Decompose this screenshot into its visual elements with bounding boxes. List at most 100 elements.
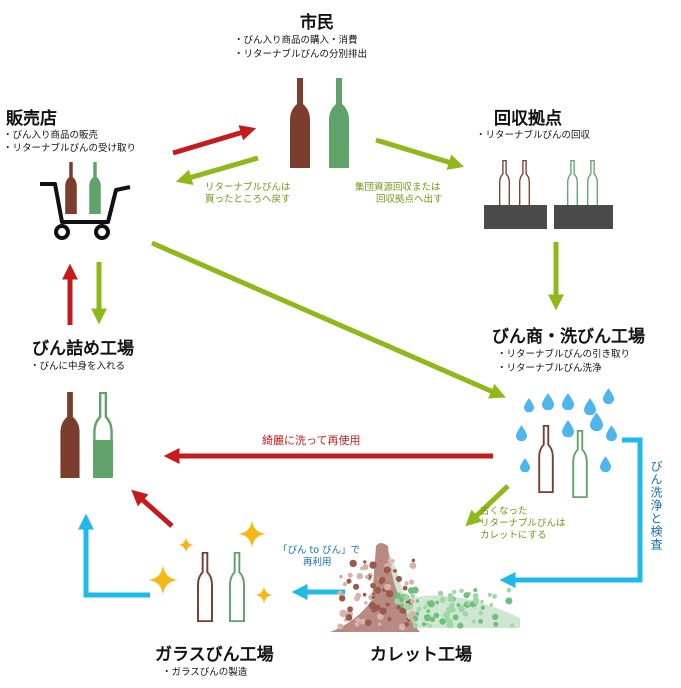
cullet-pebble [368, 601, 377, 610]
cullet-pebble [394, 592, 402, 599]
cullet-pebble [489, 603, 494, 607]
cullet-pebble [493, 621, 499, 627]
cullet-pebble [378, 576, 386, 584]
cullet-pebble [374, 586, 382, 594]
cullet-pebble [439, 618, 446, 625]
citizen-title: 市民 [300, 13, 334, 33]
water-drop-icon [524, 398, 534, 412]
cullet-pebble [446, 618, 452, 624]
shopping-cart-icon [40, 162, 131, 240]
cullet-pebble [463, 592, 470, 599]
cullet-pebble [505, 597, 513, 605]
washing-icon [516, 388, 617, 498]
cullet-pebble [353, 583, 360, 590]
cullet-pebble [428, 624, 432, 628]
flow-cullet-line-1: 古くなった [480, 506, 528, 517]
new-bottles-icon [148, 520, 273, 622]
cullet-pebble [411, 558, 416, 563]
cullet-pebble [437, 590, 444, 596]
cullet-pebble [339, 574, 343, 579]
flow-b2b-line-1: 「びん to びん」で [278, 545, 361, 556]
citizen-bottles [290, 78, 349, 168]
cullet-pebble [386, 590, 394, 598]
cullet-pebble [345, 614, 353, 621]
cullet-pebble [510, 623, 515, 628]
glass-title: ガラスびん工場 [155, 645, 274, 665]
collection-bullet-1: ・リターナブルびんの回収 [476, 130, 591, 141]
cullet-pebble [393, 569, 397, 573]
cullet-pebble [339, 609, 348, 618]
cullet-pebble [362, 564, 369, 571]
arrow-glass-to-filling-blue [77, 513, 150, 598]
cullet-pebble [354, 621, 360, 627]
cullet-pebble [412, 622, 418, 629]
cullet-pebble [377, 622, 382, 626]
filling-bullet-1: ・びんに中身を入れる [30, 361, 126, 372]
cullet-pebble [364, 574, 370, 580]
arrow-glass-to-filling [131, 489, 174, 528]
cullet-pebble [492, 594, 497, 599]
bottle-crates-icon [484, 160, 613, 229]
flow-reuse-label: 綺麗に洗って再使用 [262, 434, 361, 447]
cullet-pebble [409, 579, 415, 585]
collection-title: 回収拠点 [494, 109, 562, 129]
cullet-pebble [443, 611, 450, 619]
brown-bottle-icon [290, 78, 310, 168]
cullet-pebble [407, 587, 415, 594]
cullet-pebble [402, 585, 408, 591]
cullet-pebble [371, 595, 375, 600]
cullet-pebble [369, 561, 377, 569]
cullet-pebble [360, 618, 366, 625]
arrow-store-to-washer [150, 240, 506, 399]
cullet-pebble [337, 623, 344, 630]
cullet-pebble [337, 590, 343, 596]
cullet-pebble [448, 606, 455, 613]
cullet-pebble [462, 611, 469, 617]
filled-bottles-icon [60, 392, 113, 478]
cullet-pebble [396, 605, 401, 610]
cullet-pebble [390, 559, 395, 563]
cullet-pebble [427, 600, 435, 608]
flow-cullet-line-3: カレットにする [480, 530, 547, 541]
cullet-pebble [399, 596, 405, 602]
cullet-pebble [426, 609, 431, 613]
flow-wash-inspect-label: びん洗浄と検査 [649, 460, 663, 551]
cullet-pebble [425, 622, 429, 627]
glass-bullet-1: ・ガラスびんの製造 [162, 667, 248, 678]
washer-title: びん商・洗びん工場 [492, 327, 645, 347]
cullet-pebble [409, 599, 415, 604]
cullet-pebble [363, 560, 367, 564]
cullet-pebble [394, 598, 401, 605]
cullet-pebble [459, 588, 464, 594]
flow-return-line-2: 買ったところへ戻す [205, 194, 291, 205]
citizen-bullet-2: ・リターナブルびんの分別排出 [234, 49, 368, 60]
cullet-pebble [355, 617, 361, 623]
arrow-citizen-to-store [175, 155, 259, 186]
cullet-pebble [347, 572, 353, 578]
cullet-pebble [466, 602, 471, 606]
cullet-pebble [365, 619, 372, 626]
cullet-pebble [433, 612, 440, 619]
cullet-pebble [384, 583, 391, 591]
washer-bullet-1: ・リターナブルびんの引き取り [497, 349, 631, 360]
cullet-pebble [480, 599, 484, 604]
filling-title: びん詰め工場 [32, 339, 134, 359]
arrow-washer-inspect-to-cullet [499, 437, 643, 589]
cullet-pebble [409, 562, 417, 569]
flow-collection-line-1: 集団資源回収または [355, 182, 441, 193]
flow-collection-line-2: 回収拠点へ出す [376, 194, 443, 205]
cullet-pebble [404, 622, 409, 627]
cullet-pebble [385, 602, 390, 607]
cullet-pebble [362, 592, 367, 597]
cullet-pebble [416, 606, 422, 612]
cullet-pebble [342, 582, 347, 587]
cullet-pebble [471, 619, 476, 624]
cullet-pebble [429, 616, 436, 623]
cullet-pebble [370, 582, 376, 589]
cullet-title: カレット工場 [370, 645, 472, 665]
cullet-pebble [387, 617, 392, 622]
cullet-pebble [356, 572, 363, 580]
store-title: 販売店 [6, 109, 57, 129]
cullet-pebble [435, 600, 440, 605]
